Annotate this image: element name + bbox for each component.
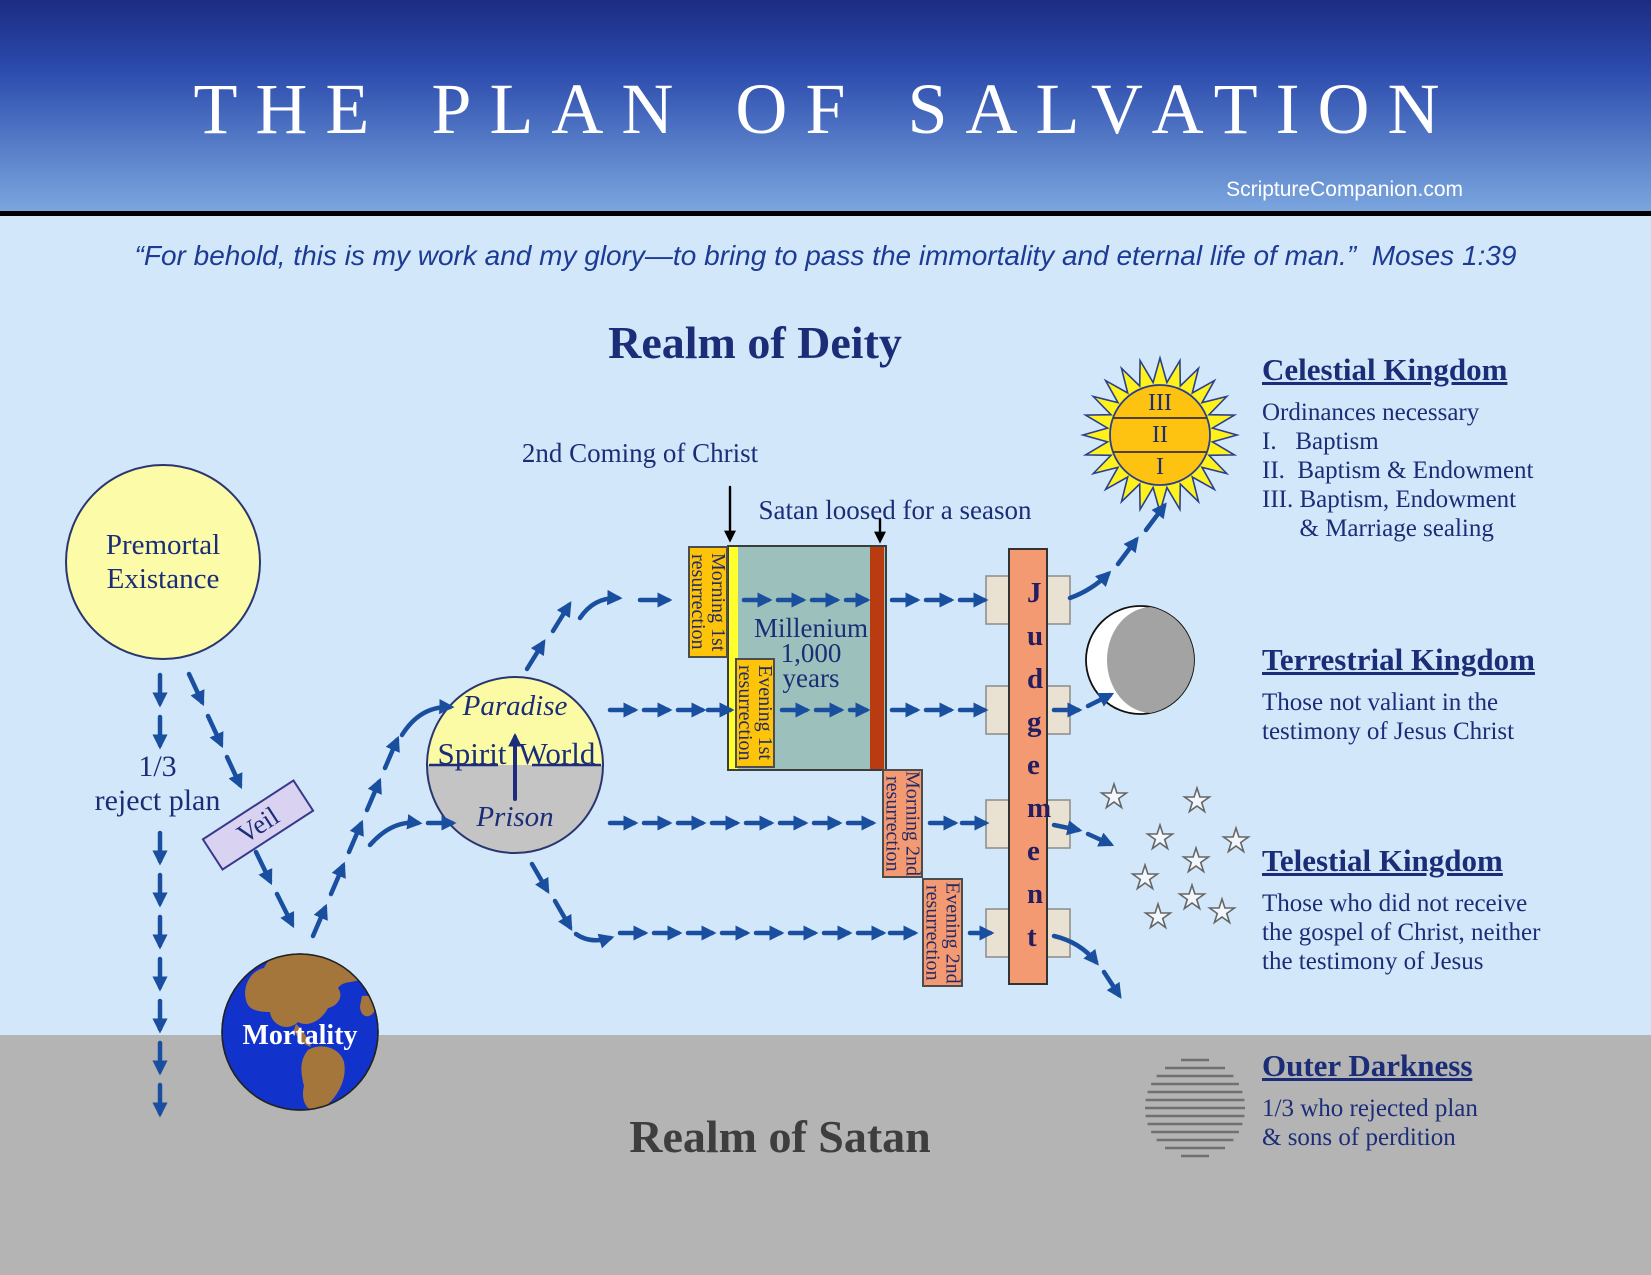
outer-darkness-title: Outer Darkness xyxy=(1262,1048,1473,1083)
prison-label: Prison xyxy=(476,801,554,833)
second-coming-stripe xyxy=(729,547,738,769)
second-coming-label: 2nd Coming of Christ xyxy=(521,438,759,468)
terrestrial-kingdom-title: Terrestrial Kingdom xyxy=(1262,642,1535,677)
millennium-label: Millenium 1,000 years xyxy=(754,613,868,693)
premortal-circle-icon xyxy=(65,464,261,660)
telestial-kingdom-title: Telestial Kingdom xyxy=(1262,843,1503,878)
evening-second-resurrection-box: Evening 2nd resurrection xyxy=(922,878,964,987)
celestial-kingdom-title: Celestial Kingdom xyxy=(1262,352,1508,387)
sun-level-three: III xyxy=(1148,390,1172,416)
satan-loosed-stripe xyxy=(870,547,884,769)
judgement-label: Judgement xyxy=(1027,572,1051,959)
morning-first-resurrection-box: Morning 1st resurrection xyxy=(687,546,729,658)
sun-icon xyxy=(1080,355,1240,515)
header-divider xyxy=(0,211,1651,216)
realm-of-satan-heading: Realm of Satan xyxy=(629,1111,931,1162)
page-title: THE PLAN OF SALVATION xyxy=(193,69,1458,149)
morning-second-resurrection-box: Morning 2nd resurrection xyxy=(881,769,924,878)
spirit-label: Spirit xyxy=(437,736,507,771)
stars-icon xyxy=(1100,783,1250,929)
sun-level-one: I xyxy=(1156,454,1164,480)
header-banner: THE PLAN OF SALVATION ScriptureCompanion… xyxy=(0,0,1651,212)
premortal-existence-label: Premortal Existance xyxy=(105,529,221,595)
moon-icon xyxy=(1085,605,1195,715)
world-label: World xyxy=(518,736,596,771)
outer-darkness-icon xyxy=(1145,1058,1245,1158)
sun-level-two: II xyxy=(1152,422,1168,448)
judgement-bar xyxy=(1008,548,1048,985)
site-credit: ScriptureCompanion.com xyxy=(1226,178,1463,201)
telestial-kingdom-block: Telestial Kingdom Those who did not rece… xyxy=(1262,843,1541,975)
one-third-reject-label: 1/3 reject plan xyxy=(94,750,221,817)
celestial-kingdom-block: Celestial Kingdom Ordinances necessary I… xyxy=(1262,352,1534,542)
path-arrows xyxy=(152,485,1167,1118)
realm-of-deity-heading: Realm of Deity xyxy=(608,317,902,368)
satan-loosed-label: Satan loosed for a season xyxy=(758,495,1032,525)
terrestrial-kingdom-block: Terrestrial Kingdom Those not valiant in… xyxy=(1262,642,1535,745)
outer-darkness-block: Outer Darkness 1/3 who rejected plan & s… xyxy=(1262,1048,1478,1151)
spirit-world-circle-icon xyxy=(426,676,604,854)
evening-first-resurrection-box: Evening 1st resurrection xyxy=(734,658,776,768)
judgement-gates xyxy=(985,575,1071,958)
scripture-quote: “For behold, this is my work and my glor… xyxy=(134,240,1517,271)
mortality-label: Mortality xyxy=(242,1020,358,1051)
paradise-label: Paradise xyxy=(462,690,568,722)
